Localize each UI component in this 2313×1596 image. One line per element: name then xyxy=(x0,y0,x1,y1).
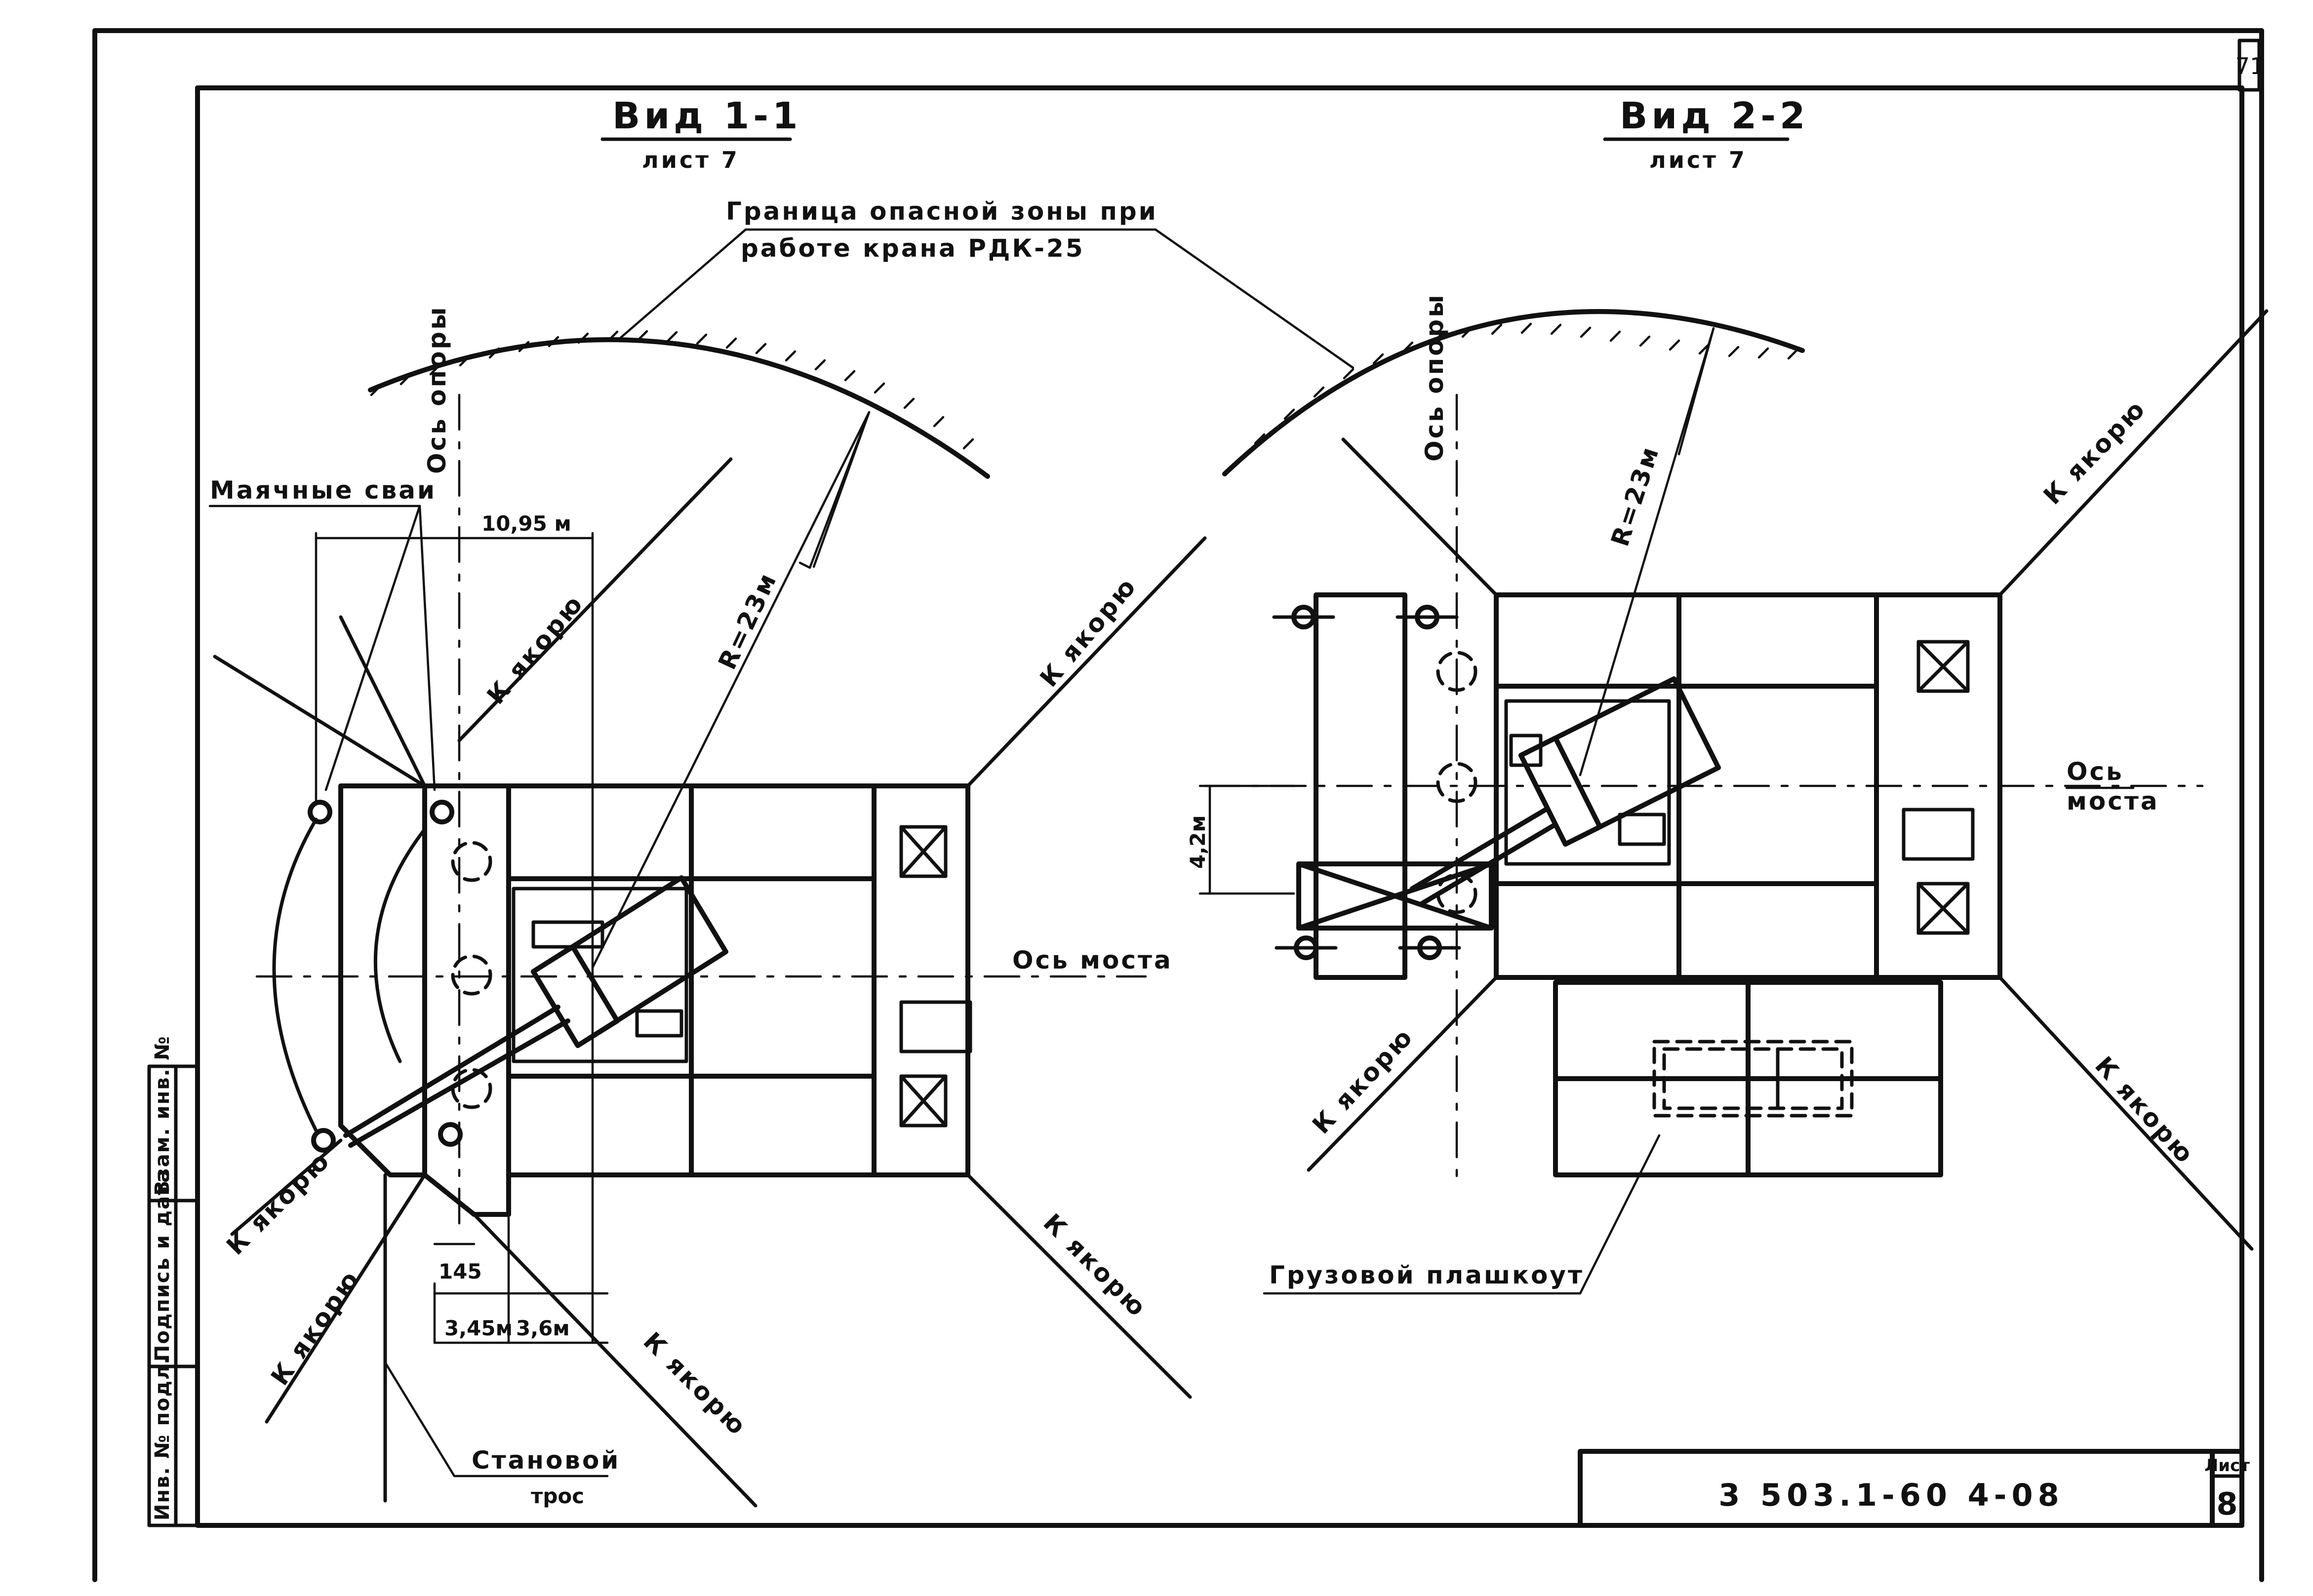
view2-dim-42: 4,2м xyxy=(1186,815,1210,869)
view1-cable-leader xyxy=(384,1361,609,1478)
view2-anchor-ropes xyxy=(1307,309,2269,1251)
view1-sheet-ref: лист 7 xyxy=(642,147,740,173)
danger-zone-text-line1: Граница опасной зоны при xyxy=(726,197,1158,226)
view1-dim-36: 3,6м xyxy=(516,1316,570,1340)
stamp-signature-date: Подпись и дата xyxy=(151,1168,174,1362)
sheet-number: 8 xyxy=(2216,1486,2237,1522)
view2-bollard-boxes xyxy=(1902,640,1975,935)
view1-danger-zone-arc xyxy=(368,337,990,479)
view1-dim-145: 145 xyxy=(439,1259,482,1284)
view1-anchor-ropes xyxy=(213,457,1207,1508)
stamp-inv-no: Инв. № подл. xyxy=(151,1356,174,1520)
view1-anchor-label-left: К якорю xyxy=(221,1146,336,1261)
view2-danger-zone-arc xyxy=(1222,309,1805,476)
view1-anchor-label-left-low: К якорю xyxy=(265,1265,365,1391)
view2-beacon-ticks xyxy=(1272,615,1461,950)
view1-anchor-label-bottom-right: К якорю xyxy=(1038,1208,1153,1323)
view1-swing-arcs xyxy=(272,817,427,1132)
sheet-corner-number: 71 xyxy=(2235,53,2265,79)
view1-bollard-boxes xyxy=(899,825,972,1128)
view-2-2: Вид 2-2 лист 7 Ось опоры Ось моста xyxy=(1186,95,2269,1295)
danger-zone-text-line2: работе крана РДК-25 xyxy=(741,234,1085,263)
view2-axis-bridge-label-2: моста xyxy=(2067,787,2159,816)
view1-pontoon xyxy=(338,783,970,1217)
view-1-1: Вид 1-1 лист 7 Ось опоры Ось моста xyxy=(208,95,1207,1508)
view1-beacon-piles xyxy=(308,800,463,1153)
side-stamp xyxy=(147,1064,199,1527)
view1-anchor-label-bottom: К якорю xyxy=(638,1326,753,1441)
view1-crane xyxy=(343,875,728,1148)
document-code: 3 503.1-60 4-08 xyxy=(1718,1477,2064,1513)
view2-crane xyxy=(1410,676,1721,906)
sheet-frame xyxy=(92,28,2264,1582)
view2-guide-frame xyxy=(1296,592,1494,980)
title-block xyxy=(1578,1449,2244,1528)
view2-barge xyxy=(1553,980,1943,1177)
view1-beacon-leaders xyxy=(208,505,436,791)
view2-danger-zone-hatch xyxy=(1224,322,1799,474)
view2-radius-line xyxy=(1579,327,1715,777)
view1-guide-piles xyxy=(451,841,492,1109)
view2-axis-support-label: Ось опоры xyxy=(1420,293,1449,462)
view1-anchor-label-top-left: К якорю xyxy=(481,589,590,710)
view1-label-beacon-piles: Маячные сваи xyxy=(210,476,437,505)
sheet-label: Лист xyxy=(2204,1456,2250,1476)
view2-anchor-label-bottom-right: К якорю xyxy=(2089,1051,2200,1169)
view2-anchor-label-bottom-left: К якорю xyxy=(1307,1022,1419,1139)
view1-label-cable-1: Становой xyxy=(472,1446,620,1475)
view1-axis-support-label: Ось опоры xyxy=(423,306,451,474)
view1-label-cable-2: трос xyxy=(531,1484,584,1508)
view2-sheet-ref: лист 7 xyxy=(1649,147,1747,173)
view2-dimension-42 xyxy=(1198,784,1295,895)
view2-barge-leader xyxy=(1263,1134,1661,1295)
view1-anchor-label-top-right: К якорю xyxy=(1035,572,1143,693)
view1-radius-line xyxy=(591,411,871,969)
view1-axis-bridge-label: Ось моста xyxy=(1012,946,1173,974)
stamp-replaced-inv: Взам. инв. № xyxy=(151,1035,174,1196)
view1-dimension-lines xyxy=(315,532,609,1344)
view1-title: Вид 1-1 xyxy=(612,95,801,137)
view2-label-barge: Грузовой плашкоут xyxy=(1269,1261,1584,1289)
danger-zone-leaders xyxy=(616,228,1355,369)
view1-danger-zone-hatch xyxy=(370,330,974,450)
view1-dim-width: 10,95 м xyxy=(481,511,571,536)
view2-label-radius: R=23м xyxy=(1605,442,1665,549)
view1-dim-345: 3,45м xyxy=(444,1316,513,1340)
view2-title: Вид 2-2 xyxy=(1620,95,1809,137)
view2-axis-bridge-label-1: Ось xyxy=(2067,757,2124,786)
